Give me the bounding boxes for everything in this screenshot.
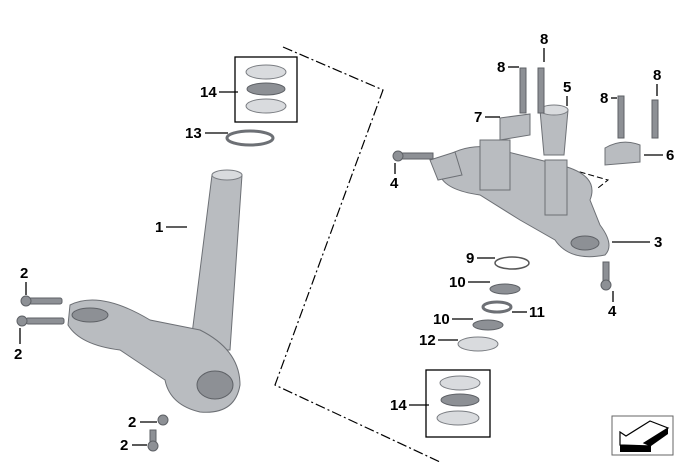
callout-14: 14: [200, 84, 217, 101]
lower-stack-part: [457, 256, 530, 352]
bolts-4-part: [392, 150, 612, 291]
callouts: 14 13 1 2 2 2 2 8 8 8 8 5 7 6 4 3 4 9 10…: [14, 31, 674, 454]
callout-12: 12: [419, 332, 436, 349]
callout-5: 5: [563, 79, 571, 96]
callout-8: 8: [653, 67, 661, 84]
callout-6: 6: [666, 147, 674, 164]
clamp-6-part: [604, 141, 641, 166]
bolts-8-part: [519, 67, 659, 139]
bearing-top-part: [245, 64, 287, 114]
callout-4: 4: [608, 303, 617, 320]
assembly-boundary: [274, 46, 441, 462]
callout-9: 9: [466, 250, 474, 267]
callout-13: 13: [185, 125, 202, 142]
callout-10: 10: [449, 274, 466, 291]
back-arrow-icon[interactable]: [611, 415, 674, 456]
bolts-2-part: [16, 295, 169, 452]
callout-1: 1: [155, 219, 163, 236]
callout-2: 2: [20, 265, 28, 282]
callout-14: 14: [390, 397, 407, 414]
callout-2: 2: [120, 437, 128, 454]
callout-10: 10: [433, 311, 450, 328]
bearing-box-top: [234, 56, 298, 123]
callout-8: 8: [600, 90, 608, 107]
upper-fork-bridge-part: [429, 139, 610, 258]
callout-4: 4: [390, 175, 399, 192]
bushing-5-part: [539, 109, 569, 156]
callout-7: 7: [474, 109, 482, 126]
callout-8: 8: [540, 31, 548, 48]
callout-8: 8: [497, 59, 505, 76]
callout-2: 2: [14, 346, 22, 363]
bearing-bottom-part: [436, 375, 481, 426]
bearing-box-bottom: [425, 369, 491, 438]
callout-2: 2: [128, 414, 136, 431]
seal-ring-part: [225, 129, 275, 147]
lower-fork-bridge-part: [67, 169, 243, 413]
callout-3: 3: [654, 234, 662, 251]
clamp-7-part: [499, 113, 531, 141]
callout-11: 11: [529, 304, 545, 321]
